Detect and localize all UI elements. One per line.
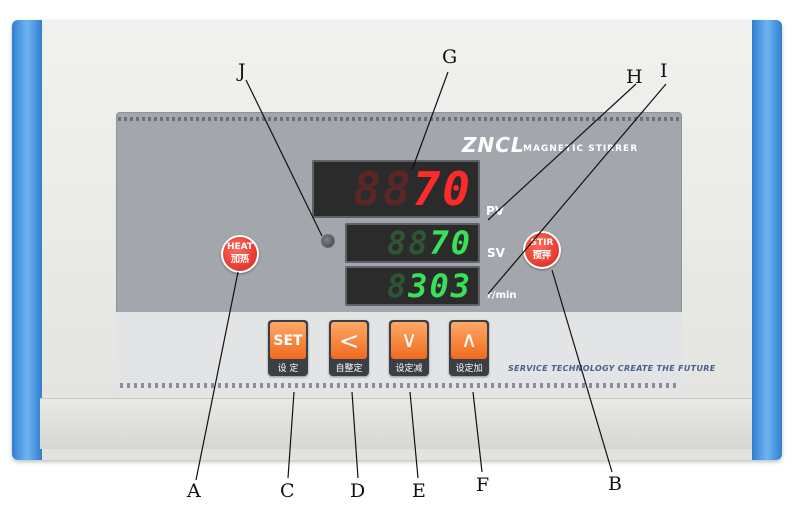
down-arrow-icon: ∨ <box>391 322 427 359</box>
increase-key-caption: 设定加 <box>455 364 483 374</box>
leader-line-e <box>409 391 419 479</box>
callout-f: F <box>476 474 490 496</box>
rpm-label: r/min <box>487 290 517 301</box>
base-strip <box>40 398 752 449</box>
stir-button-cn: 搅拌 <box>532 250 551 261</box>
sv-digits: 8 8 7 0 <box>347 224 478 262</box>
sv-digit-2: 8 <box>408 224 428 262</box>
increase-key[interactable]: ∧ 设定加 <box>449 320 489 376</box>
left-arrow-icon: < <box>331 322 367 359</box>
leader-line-g <box>411 71 449 171</box>
pv-digit-1: 8 <box>353 162 381 216</box>
pv-digit-3: 7 <box>412 162 441 216</box>
callout-a: A <box>187 480 201 502</box>
leader-line-i <box>487 83 667 295</box>
rpm-digit-2: 3 <box>408 267 428 305</box>
brand-logo: ZNCL <box>462 133 525 157</box>
leader-line-f <box>472 391 483 473</box>
leader-line-h <box>487 83 637 221</box>
brand-name: MAGNETIC STIRRER <box>523 144 639 154</box>
panel-bottom-stripe <box>120 383 680 388</box>
leader-line-j <box>245 79 323 237</box>
rpm-digit-4: 3 <box>450 267 470 305</box>
pv-digit-2: 8 <box>382 162 411 216</box>
set-key-caption: 设 定 <box>277 364 299 374</box>
sv-digit-4: 0 <box>450 224 470 262</box>
leader-line-b <box>551 269 613 473</box>
pv-label: PV <box>486 204 505 218</box>
up-arrow-icon: ∧ <box>451 322 487 359</box>
indicator-light <box>321 234 335 248</box>
panel-top-stripe <box>118 117 680 121</box>
auto-tune-key[interactable]: < 自整定 <box>329 320 369 376</box>
callout-c: C <box>280 480 295 502</box>
sv-label: SV <box>487 246 505 260</box>
callout-d: D <box>350 480 366 502</box>
callout-j: J <box>238 60 246 82</box>
callout-g: G <box>442 46 458 68</box>
callout-h: H <box>626 66 643 88</box>
decrease-key[interactable]: ∨ 设定减 <box>389 320 429 376</box>
sv-digit-1: 8 <box>386 224 407 262</box>
set-key[interactable]: SET 设 定 <box>268 320 308 376</box>
decrease-key-caption: 设定减 <box>395 364 423 374</box>
pv-digit-4: 0 <box>442 162 470 216</box>
sv-display: 8 8 7 0 <box>345 223 480 263</box>
rpm-digit-3: 0 <box>429 267 449 305</box>
rpm-digits: 8 3 0 3 <box>347 267 478 305</box>
auto-tune-key-caption: 自整定 <box>335 364 363 374</box>
pv-digits: 8 8 7 0 <box>314 162 478 216</box>
heat-button-en: HEAT <box>226 242 254 252</box>
sv-digit-3: 7 <box>429 224 449 262</box>
stir-button[interactable]: STIR 搅拌 <box>523 231 561 269</box>
left-end-cap <box>12 20 42 460</box>
callout-b: B <box>608 473 622 495</box>
leader-line-d <box>351 391 359 479</box>
right-end-cap <box>752 20 782 460</box>
slogan: SERVICE TECHNOLOGY CREATE THE FUTURE <box>508 364 716 373</box>
leader-line-a <box>195 271 239 481</box>
set-key-face: SET <box>270 322 306 359</box>
rpm-display: 8 3 0 3 <box>345 266 480 306</box>
callout-e: E <box>412 480 426 502</box>
pv-display: 8 8 7 0 <box>312 160 480 218</box>
heat-button[interactable]: HEAT 加热 <box>221 235 259 273</box>
heat-button-cn: 加热 <box>230 254 249 265</box>
callout-i: I <box>660 60 668 82</box>
stir-button-en: STIR <box>530 238 554 248</box>
rpm-digit-1: 8 <box>386 267 407 305</box>
leader-line-c <box>287 391 295 479</box>
